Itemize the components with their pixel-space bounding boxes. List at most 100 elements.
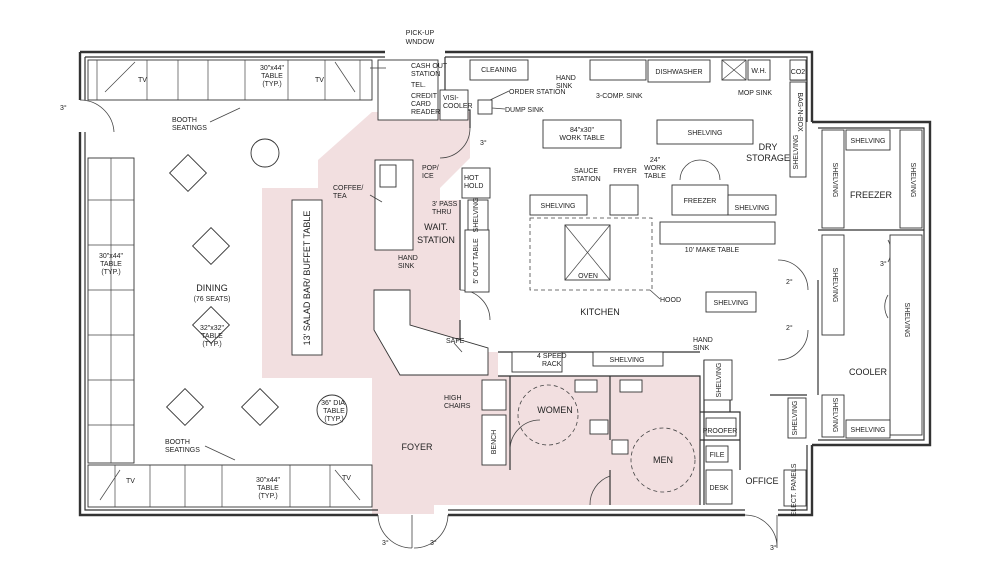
office-fixtures bbox=[705, 417, 807, 507]
speed-rack-1: 4 SPEED bbox=[537, 353, 567, 360]
make-table-label: 10' MAKE TABLE bbox=[685, 247, 740, 254]
front-counter bbox=[373, 59, 507, 466]
hand-sink-front-2: SINK bbox=[398, 263, 415, 270]
booth-label-bottom-2: SEATINGS bbox=[165, 447, 200, 454]
sauce-station-2: STATION bbox=[571, 176, 600, 183]
restroom-shelving: SHELVING bbox=[610, 357, 645, 364]
bottom-booth-row bbox=[87, 464, 373, 508]
dry-storage-2: STORAGE bbox=[746, 153, 790, 163]
office-label: OFFICE bbox=[746, 476, 779, 486]
hand-sink-kitchen-1: HAND bbox=[556, 75, 576, 82]
pass-thru-1: 3' PASS bbox=[432, 201, 458, 208]
kitchen-equipment bbox=[469, 59, 807, 401]
work-table-1: 84"x30" bbox=[570, 127, 595, 134]
co2-label: CO2 bbox=[791, 69, 806, 76]
women-label: WOMEN bbox=[537, 405, 573, 415]
table-30x44-left-1: 30"x44" bbox=[99, 253, 124, 260]
table-36dia-3: (TYP.) bbox=[324, 416, 343, 423]
table-30x44-bottom-1: 30"x44" bbox=[256, 477, 281, 484]
left-booth-column bbox=[87, 157, 135, 464]
bench-label: BENCH bbox=[491, 430, 498, 455]
bag-n-box-label: BAG-N-BOX bbox=[796, 92, 803, 132]
dump-sink-label: DUMP SINK bbox=[505, 107, 544, 114]
front-shelving-label: SHELVING bbox=[473, 198, 480, 233]
dishwasher-label: DISHWASHER bbox=[655, 69, 702, 76]
coffee-tea-1: COFFEE/ bbox=[333, 185, 363, 192]
high-chairs-1: HIGH bbox=[444, 395, 462, 402]
work-table-24-1: 24" bbox=[650, 157, 661, 164]
pickup-window-label-2: WNDOW bbox=[406, 39, 435, 46]
cleaning-label: CLEANING bbox=[481, 67, 517, 74]
booth-label-top-1: BOOTH bbox=[172, 117, 197, 124]
table-30x44-top-3: (TYP.) bbox=[262, 81, 281, 88]
door-label-office: 3° bbox=[770, 544, 777, 552]
pop-ice-2: ICE bbox=[422, 173, 434, 180]
speed-rack-2: RACK bbox=[542, 361, 562, 368]
credit-card-1: CREDIT bbox=[411, 93, 438, 100]
safe-label: SAFE bbox=[446, 338, 465, 345]
elect-panels-label: ELECT. PANELS bbox=[791, 463, 798, 516]
coffee-tea-2: TEA bbox=[333, 193, 347, 200]
three-comp-sink-label: 3-COMP. SINK bbox=[596, 93, 643, 100]
cooler-shelving-bottom-left: SHELVING bbox=[831, 398, 838, 433]
side-shelving-label: SHELVING bbox=[716, 363, 723, 398]
customer-zone-highlight bbox=[262, 112, 700, 514]
table-30x44-bottom-2: TABLE bbox=[257, 485, 279, 492]
kitchen-freezer-label: FREEZER bbox=[684, 198, 717, 205]
kitchen-shelving-right: SHELVING bbox=[735, 205, 770, 212]
hand-sink-front-1: HAND bbox=[398, 255, 418, 262]
work-table-2: WORK TABLE bbox=[559, 135, 605, 142]
door-label-freezer: 2° bbox=[786, 278, 793, 286]
credit-card-3: READER bbox=[411, 109, 440, 116]
table-30x44-top-2: TABLE bbox=[261, 73, 283, 80]
dining-seats: (76 SEATS) bbox=[194, 296, 231, 303]
kitchen-shelving-left: SHELVING bbox=[541, 203, 576, 210]
door-label-walkin: 3° bbox=[880, 260, 887, 268]
office-shelving: SHELVING bbox=[792, 401, 799, 436]
freezer-shelving-right: SHELVING bbox=[909, 163, 916, 198]
table-round-2 bbox=[316, 394, 348, 426]
order-station-label: ORDER STATION bbox=[509, 89, 566, 96]
table-square-4 bbox=[165, 387, 205, 427]
labels: PICK-UP WNDOW TV TV 30"x44" TABLE (TYP.)… bbox=[60, 30, 916, 552]
table-square-3 bbox=[191, 305, 231, 345]
file-label: FILE bbox=[710, 452, 725, 459]
booth-label-top-2: SEATINGS bbox=[172, 125, 207, 132]
tv-label-bottom-right: TV bbox=[342, 475, 351, 482]
salad-bar bbox=[291, 199, 323, 356]
freezer-shelving-left: SHELVING bbox=[831, 163, 838, 198]
visi-cooler-2: COOLER bbox=[443, 103, 473, 110]
tv-label-bottom-left: TV bbox=[126, 478, 135, 485]
exterior-walls bbox=[78, 50, 932, 517]
freezer-shelving-top: SHELVING bbox=[851, 138, 886, 145]
walkin-shelving bbox=[787, 129, 923, 439]
kitchen-title: KITCHEN bbox=[580, 307, 620, 317]
wait-station-1: WAIT. bbox=[424, 222, 448, 232]
salad-bar-label: 13' SALAD BAR/ BUFFET TABLE bbox=[302, 211, 312, 346]
restroom-fixtures bbox=[517, 379, 696, 493]
desk-label: DESK bbox=[709, 485, 728, 492]
pickup-window-label-1: PICK-UP bbox=[406, 30, 435, 37]
dry-shelving-label: SHELVING bbox=[793, 135, 800, 170]
cash-out-1: CASH OUT bbox=[411, 63, 448, 70]
door-label-front-right: 3° bbox=[430, 539, 437, 547]
table-32x32-3: (TYP.) bbox=[202, 341, 221, 348]
sauce-station-1: SAUCE bbox=[574, 168, 598, 175]
pass-thru-2: THRU bbox=[432, 209, 451, 216]
dining-title: DINING bbox=[196, 283, 228, 293]
tv-label-top-left: TV bbox=[138, 77, 147, 84]
door-label-cooler: 2° bbox=[786, 324, 793, 332]
top-shelving-label: SHELVING bbox=[688, 130, 723, 137]
table-30x44-bottom-3: (TYP.) bbox=[258, 493, 277, 500]
cooler-shelving-left: SHELVING bbox=[831, 268, 838, 303]
table-square-1 bbox=[168, 153, 208, 193]
booth-label-bottom-1: BOOTH bbox=[165, 439, 190, 446]
door-label-counter: 3° bbox=[480, 139, 487, 147]
cooler-shelving-right: SHELVING bbox=[903, 303, 910, 338]
leader-lines bbox=[204, 67, 661, 461]
kitchen-shelving-mid: SHELVING bbox=[714, 300, 749, 307]
credit-card-2: CARD bbox=[411, 101, 431, 108]
men-label: MEN bbox=[653, 455, 673, 465]
hand-sink-kitchen2-2: SINK bbox=[693, 345, 710, 352]
